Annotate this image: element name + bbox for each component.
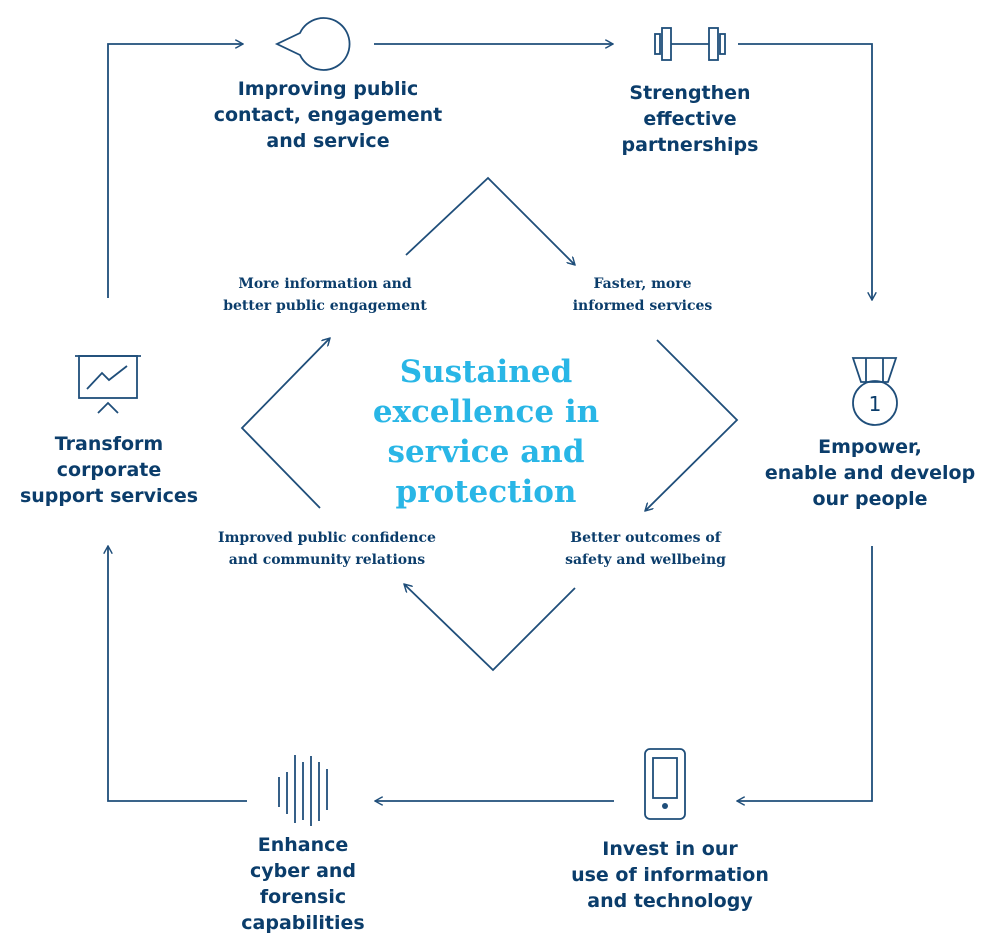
inner-label-public-engagement: More information and better public engag… [223,276,427,314]
step-label-cyber-forensic: Enhance cyber and forensic capabilities [241,834,365,934]
inner-label-informed-services: Faster, more informed services [572,276,713,314]
outer-arrow-people-to-technology [737,546,873,801]
outer-arrow-cyber-to-transform [108,546,247,802]
step-label-corporate-support: Transform corporate support services [19,433,199,507]
inner-arrow-left [240,338,330,509]
medal-icon [851,357,898,426]
inner-arrow-bottom [404,584,576,672]
dumbbell-icon [654,27,726,61]
step-label-empower-people: Empower, enable and develop our people [764,436,976,510]
step-label-public-contact: Improving public contact, engagement and… [213,78,443,152]
speech-bubble-icon [274,17,351,71]
inner-arrow-right [645,339,739,511]
outer-arrow-left-to-top [107,44,243,298]
inner-label-safety-wellbeing: Better outcomes of safety and wellbeing [565,530,726,568]
mobile-phone-icon [644,748,686,820]
sound-wave-icon [278,755,328,826]
step-label-information-technology: Invest in our use of information and tec… [571,838,769,912]
medal-number: 1 [869,392,882,416]
inner-arrow-top [405,176,575,265]
center-title: Sustained excellence in service and prot… [372,354,600,510]
presentation-board-icon [75,355,141,414]
step-label-partnerships: Strengthen effective partnerships [621,82,759,156]
outer-arrow-partnerships-to-people [738,43,872,300]
inner-label-public-confidence: Improved public confidence and community… [218,530,436,568]
